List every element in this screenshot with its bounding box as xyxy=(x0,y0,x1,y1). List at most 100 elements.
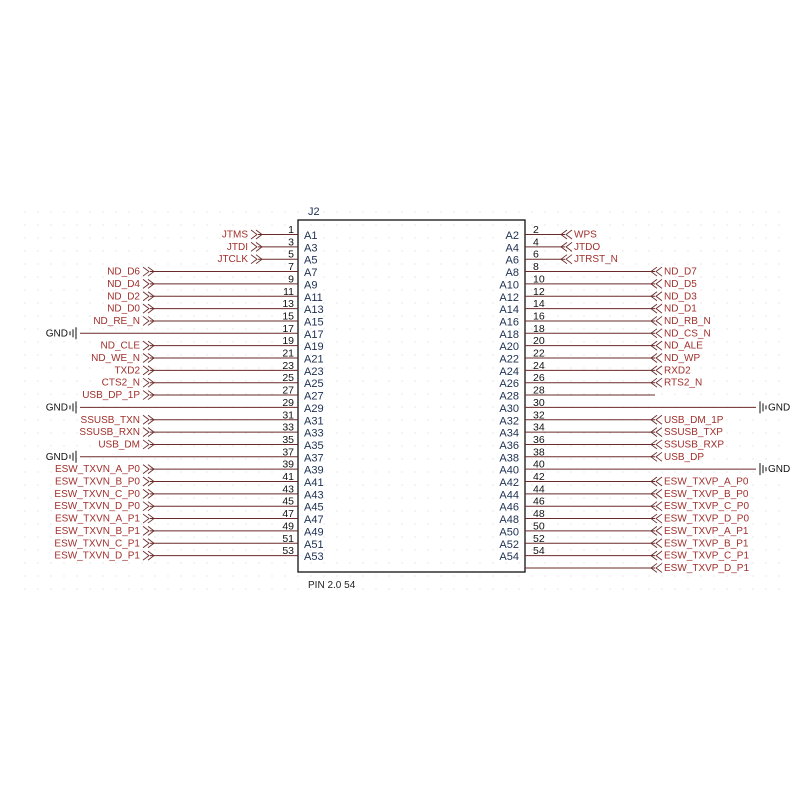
grid-dot xyxy=(453,471,455,473)
grid-dot xyxy=(167,471,169,473)
grid-dot xyxy=(102,419,104,421)
grid-dot xyxy=(141,484,143,486)
grid-dot xyxy=(674,328,676,330)
grid-dot xyxy=(570,302,572,304)
grid-dot xyxy=(141,536,143,538)
grid-dot xyxy=(440,328,442,330)
grid-dot xyxy=(24,497,26,499)
grid-dot xyxy=(778,354,780,356)
grid-dot xyxy=(557,510,559,512)
grid-dot xyxy=(50,549,52,551)
grid-dot xyxy=(24,302,26,304)
grid-dot xyxy=(167,562,169,564)
grid-dot xyxy=(245,549,247,551)
grid-dot xyxy=(700,380,702,382)
left-offpage-chevron-15 xyxy=(147,316,155,326)
grid-dot xyxy=(258,250,260,252)
grid-dot xyxy=(102,315,104,317)
grid-dot xyxy=(453,354,455,356)
grid-dot xyxy=(206,471,208,473)
grid-dot xyxy=(336,263,338,265)
grid-dot xyxy=(648,263,650,265)
grid-dot xyxy=(284,315,286,317)
grid-dot xyxy=(310,289,312,291)
grid-dot xyxy=(37,276,39,278)
grid-dot xyxy=(349,328,351,330)
left-offpage-chevron-5 xyxy=(255,254,263,265)
right-net-label-44: ESW_TXVP_B_P0 xyxy=(664,489,749,500)
grid-dot xyxy=(50,354,52,356)
grid-dot xyxy=(141,549,143,551)
grid-dot xyxy=(76,588,78,590)
grid-dot xyxy=(232,380,234,382)
grid-dot xyxy=(765,328,767,330)
grid-dot xyxy=(466,328,468,330)
grid-dot xyxy=(440,471,442,473)
grid-dot xyxy=(154,289,156,291)
grid-dot xyxy=(726,575,728,577)
grid-dot xyxy=(336,224,338,226)
grid-dot xyxy=(661,250,663,252)
grid-dot xyxy=(765,315,767,317)
grid-dot xyxy=(687,497,689,499)
grid-dot xyxy=(583,276,585,278)
grid-dot xyxy=(414,458,416,460)
grid-dot xyxy=(492,367,494,369)
grid-dot xyxy=(193,302,195,304)
grid-dot xyxy=(115,562,117,564)
grid-dot xyxy=(310,263,312,265)
grid-dot xyxy=(115,536,117,538)
grid-dot xyxy=(24,315,26,317)
grid-dot xyxy=(258,445,260,447)
grid-dot xyxy=(219,263,221,265)
grid-dot xyxy=(752,302,754,304)
grid-dot xyxy=(401,367,403,369)
grid-dot xyxy=(557,237,559,239)
grid-dot xyxy=(570,263,572,265)
grid-dot xyxy=(63,354,65,356)
grid-dot xyxy=(440,250,442,252)
grid-dot xyxy=(414,393,416,395)
grid-dot xyxy=(713,523,715,525)
grid-dot xyxy=(466,484,468,486)
grid-dot xyxy=(713,302,715,304)
grid-dot xyxy=(232,445,234,447)
grid-dot xyxy=(323,588,325,590)
grid-dot xyxy=(128,315,130,317)
grid-dot xyxy=(50,588,52,590)
grid-dot xyxy=(427,588,429,590)
grid-dot xyxy=(24,458,26,460)
right-gnd-label-30: GND xyxy=(768,402,790,413)
grid-dot xyxy=(232,458,234,460)
grid-dot xyxy=(479,237,481,239)
connector-body[interactable] xyxy=(297,219,526,573)
grid-dot xyxy=(596,471,598,473)
grid-dot xyxy=(193,380,195,382)
right-pin-number-32: 32 xyxy=(533,409,545,421)
grid-dot xyxy=(479,588,481,590)
grid-dot xyxy=(492,471,494,473)
grid-dot xyxy=(635,354,637,356)
grid-dot xyxy=(453,510,455,512)
grid-dot xyxy=(544,549,546,551)
grid-dot xyxy=(440,380,442,382)
left-net-label-5: JTCLK xyxy=(217,254,248,265)
grid-dot xyxy=(141,471,143,473)
grid-dot xyxy=(765,237,767,239)
grid-dot xyxy=(557,536,559,538)
right-offpage-chevron-26 xyxy=(650,377,658,388)
grid-dot xyxy=(492,237,494,239)
grid-dot xyxy=(206,367,208,369)
right-offpage-chevron2-36 xyxy=(655,439,663,450)
grid-dot xyxy=(63,211,65,213)
right-offpage-chevron-36 xyxy=(650,439,658,450)
left-net-label-9: ND_D4 xyxy=(107,279,140,290)
grid-dot xyxy=(596,510,598,512)
grid-dot xyxy=(622,536,624,538)
grid-dot xyxy=(141,211,143,213)
grid-dot xyxy=(479,263,481,265)
grid-dot xyxy=(336,289,338,291)
grid-dot xyxy=(518,341,520,343)
grid-dot xyxy=(466,497,468,499)
grid-dot xyxy=(505,276,507,278)
